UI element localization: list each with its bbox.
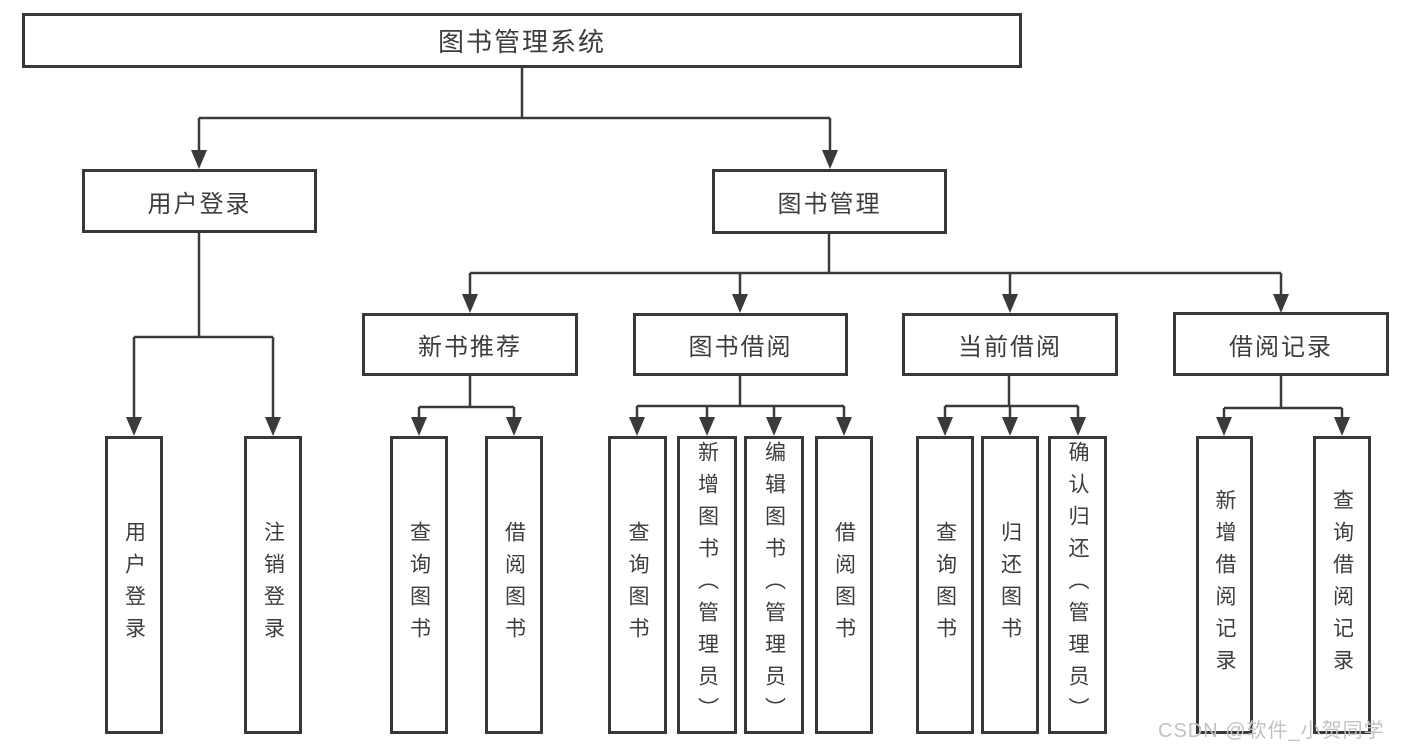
arrow-down-icon	[191, 150, 207, 169]
leaf-confirm-return-admin: 确认归还（管理员）	[1048, 436, 1107, 734]
node-new-book-recommend: 新书推荐	[362, 313, 578, 376]
leaf-label: 编辑图书（管理员）	[762, 441, 786, 729]
node-label: 新书推荐	[418, 334, 522, 361]
leaf-label: 归还图书	[998, 521, 1022, 649]
arrow-down-icon	[766, 417, 782, 436]
arrow-down-icon	[1216, 417, 1232, 436]
leaf-label: 查询图书	[933, 521, 957, 649]
leaf-label: 新增图书（管理员）	[695, 441, 719, 729]
leaf-borrow-books-recommend: 借阅图书	[485, 436, 543, 734]
leaf-label: 借阅图书	[502, 521, 526, 649]
leaf-return-books: 归还图书	[981, 436, 1039, 734]
leaf-label: 查询图书	[407, 521, 431, 649]
leaf-label: 注销登录	[261, 521, 285, 649]
node-book-management: 图书管理	[712, 169, 947, 234]
arrow-down-icon	[937, 417, 953, 436]
node-label: 借阅记录	[1229, 333, 1333, 361]
leaf-user-login: 用户登录	[105, 436, 163, 734]
leaf-add-borrow-record: 新增借阅记录	[1196, 436, 1253, 734]
node-current-borrowing: 当前借阅	[902, 313, 1118, 376]
leaf-query-borrow-record: 查询借阅记录	[1313, 436, 1371, 734]
node-borrowing-records: 借阅记录	[1173, 312, 1389, 376]
leaf-label: 查询图书	[626, 521, 649, 649]
arrow-down-icon	[1002, 417, 1018, 436]
leaf-label: 新增借阅记录	[1213, 489, 1236, 681]
arrow-down-icon	[411, 417, 427, 436]
node-label: 图书管理	[777, 191, 882, 218]
leaf-borrow-books: 借阅图书	[815, 436, 873, 734]
leaf-query-books-borrowing: 查询图书	[608, 436, 667, 734]
leaf-query-books-recommend: 查询图书	[390, 436, 448, 734]
arrow-down-icon	[699, 417, 715, 436]
leaf-label: 查询借阅记录	[1330, 489, 1354, 681]
node-user-login: 用户登录	[82, 169, 317, 233]
arrow-down-icon	[1070, 417, 1086, 436]
arrow-down-icon	[629, 417, 645, 436]
node-label: 用户登录	[147, 190, 252, 218]
leaf-label: 用户登录	[122, 521, 146, 649]
arrow-down-icon	[732, 294, 748, 313]
leaf-label: 借阅图书	[832, 521, 856, 649]
arrow-down-icon	[126, 417, 142, 436]
node-label: 当前借阅	[958, 334, 1062, 361]
arrow-down-icon	[822, 150, 838, 169]
arrow-down-icon	[1002, 294, 1018, 313]
node-label: 图书管理系统	[437, 27, 606, 57]
arrow-down-icon	[506, 417, 522, 436]
node-library-management-system: 图书管理系统	[22, 13, 1022, 68]
node-book-borrowing: 图书借阅	[633, 313, 848, 376]
arrow-down-icon	[836, 417, 852, 436]
arrow-down-icon	[1334, 417, 1350, 436]
leaf-query-books-current: 查询图书	[916, 436, 974, 734]
arrow-down-icon	[265, 417, 281, 436]
arrowhead-icons	[126, 150, 1350, 436]
leaf-label: 确认归还（管理员）	[1066, 441, 1089, 729]
leaf-edit-books-admin: 编辑图书（管理员）	[744, 436, 804, 734]
node-label: 图书借阅	[688, 334, 793, 361]
leaf-logout: 注销登录	[244, 436, 302, 734]
arrow-down-icon	[462, 294, 478, 313]
leaf-add-books-admin: 新增图书（管理员）	[677, 436, 737, 734]
arrow-down-icon	[1273, 294, 1289, 313]
